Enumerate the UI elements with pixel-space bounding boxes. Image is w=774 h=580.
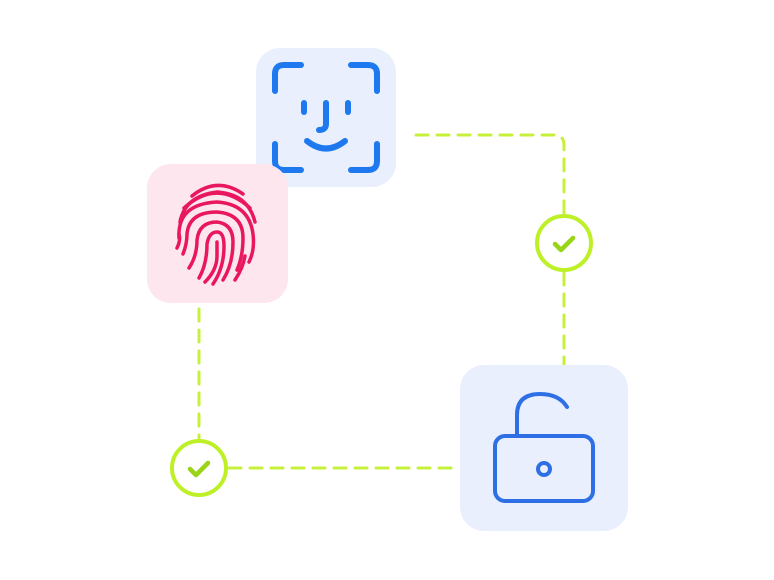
- checkmark-icon: [535, 214, 593, 272]
- unlocked-padlock-icon: [493, 392, 595, 503]
- fingerprint-icon: [175, 183, 257, 286]
- unlock-tile: [460, 365, 628, 531]
- face-id-tile: [256, 48, 396, 187]
- fingerprint-tile: [147, 164, 288, 303]
- checkmark-icon: [170, 439, 228, 497]
- verified-check-bottom: [169, 438, 229, 498]
- verified-check-top: [534, 213, 594, 273]
- connector-face-to-check: [414, 133, 566, 215]
